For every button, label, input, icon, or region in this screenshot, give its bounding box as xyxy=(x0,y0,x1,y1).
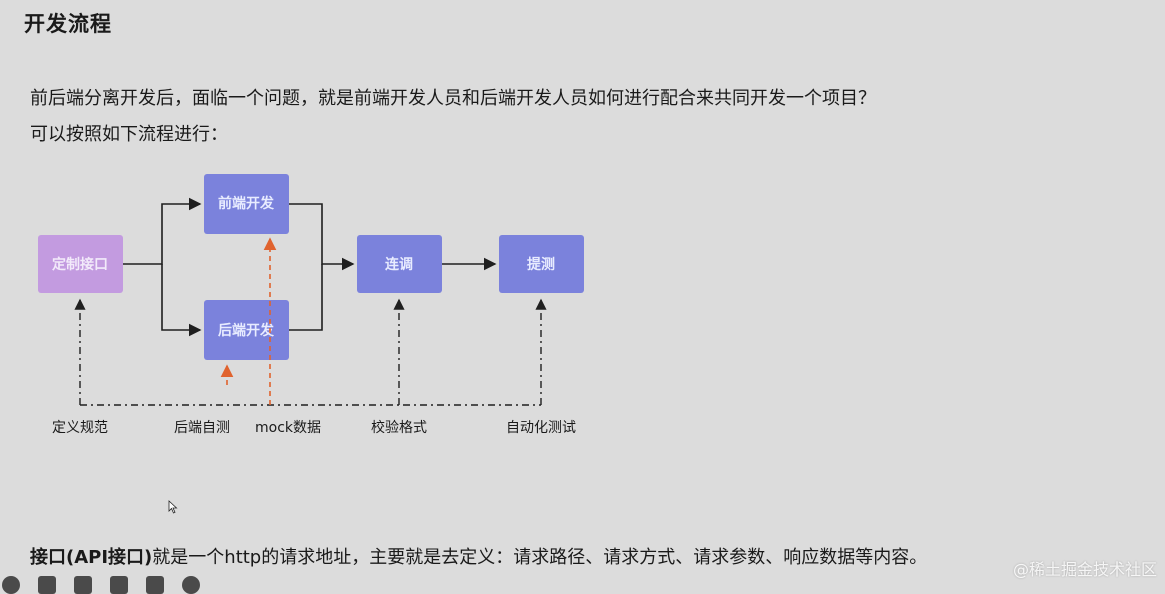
test-label: 提测 xyxy=(527,256,555,273)
zoom-icon[interactable] xyxy=(74,576,92,594)
define-interface-box xyxy=(38,235,123,293)
integration-label: 连调 xyxy=(385,256,413,273)
feedback-arrows xyxy=(74,298,547,406)
pen-icon[interactable] xyxy=(38,576,56,594)
screen-icon[interactable] xyxy=(110,576,128,594)
page-heading: 开发流程 xyxy=(24,12,112,36)
flow-intro-paragraph: 可以按照如下流程进行： xyxy=(30,124,228,145)
label-auto-test: 自动化测试 xyxy=(506,420,576,436)
backend-dev-label: 后端开发 xyxy=(218,322,275,339)
notes-icon[interactable] xyxy=(146,576,164,594)
label-validate: 校验格式 xyxy=(371,419,427,436)
label-mock: mock数据 xyxy=(255,420,321,436)
watermark: @稀土掘金技术社区 xyxy=(1012,560,1157,579)
workflow-diagram: 定制接口 前端开发 后端开发 连调 提测 定义规范 后端自测 mock数据 校验… xyxy=(38,174,584,436)
flow-arrows xyxy=(123,197,497,337)
bottom-toolbar xyxy=(0,576,200,594)
api-term: 接口(API接口) xyxy=(30,547,153,568)
mouse-cursor-icon xyxy=(168,500,178,514)
more-icon[interactable] xyxy=(182,576,200,594)
frontend-dev-box xyxy=(204,174,289,234)
frontend-dev-label: 前端开发 xyxy=(218,195,275,212)
intro-paragraph: 前后端分离开发后，面临一个问题，就是前端开发人员和后端开发人员如何进行配合来共同… xyxy=(30,88,876,109)
integration-box xyxy=(357,235,442,293)
backend-dev-box xyxy=(204,300,289,360)
label-spec: 定义规范 xyxy=(52,419,108,436)
mock-arrows xyxy=(220,237,277,405)
api-definition-paragraph: 接口(API接口)就是一个http的请求地址，主要就是去定义：请求路径、请求方式… xyxy=(30,543,927,569)
test-box xyxy=(499,235,584,293)
define-interface-label: 定制接口 xyxy=(52,256,108,273)
play-icon[interactable] xyxy=(2,576,20,594)
api-description: 就是一个http的请求地址，主要就是去定义：请求路径、请求方式、请求参数、响应数… xyxy=(152,547,928,568)
label-self-test: 后端自测 xyxy=(174,420,230,436)
